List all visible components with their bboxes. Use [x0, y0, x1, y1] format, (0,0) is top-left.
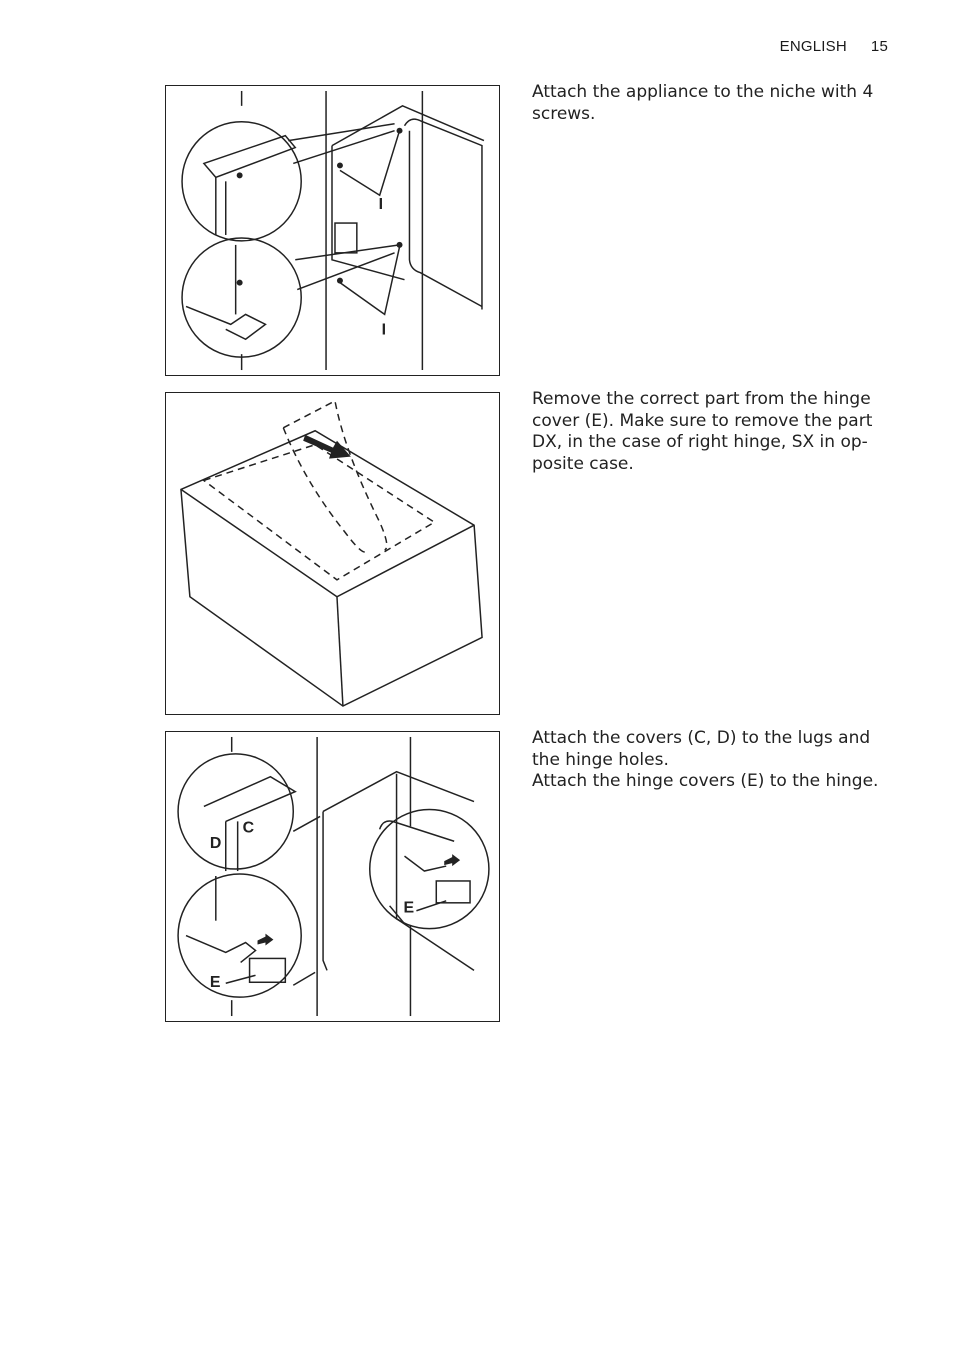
page-header: ENGLISH 15 — [780, 38, 888, 55]
label-C: C — [243, 819, 255, 836]
step-3-line-1: Attach the covers (C, D) to the lugs and… — [532, 728, 871, 770]
step-3-text: Attach the covers (C, D) to the lugs and… — [532, 728, 882, 793]
label-I-lower: I — [382, 321, 386, 338]
label-I-upper: I — [379, 196, 383, 213]
hinge-cover-illustration — [180, 399, 483, 707]
step-2-paragraph: Remove the correct part from the hinge c… — [532, 389, 873, 474]
cover-attachment-illustration: C D E E — [177, 736, 490, 1017]
page-number: 15 — [870, 38, 888, 55]
section-title: ENGLISH — [779, 38, 847, 55]
label-D: D — [210, 835, 221, 852]
step-1-paragraph: Attach the appliance to the niche with 4… — [532, 82, 874, 124]
figure-hinge-cover — [165, 392, 500, 715]
step-3-line-2: Attach the hinge covers (E) to the hinge… — [532, 771, 879, 791]
step-1-text: Attach the appliance to the niche with 4… — [532, 82, 882, 125]
figure-attach-covers: C D E E — [165, 731, 500, 1022]
step-2-text: Remove the correct part from the hinge c… — [532, 389, 882, 475]
figure-attach-screws: I I — [165, 85, 500, 376]
screw-attachment-illustration: I I — [181, 90, 485, 371]
label-E-right: E — [404, 900, 415, 917]
label-E-left: E — [210, 974, 221, 991]
